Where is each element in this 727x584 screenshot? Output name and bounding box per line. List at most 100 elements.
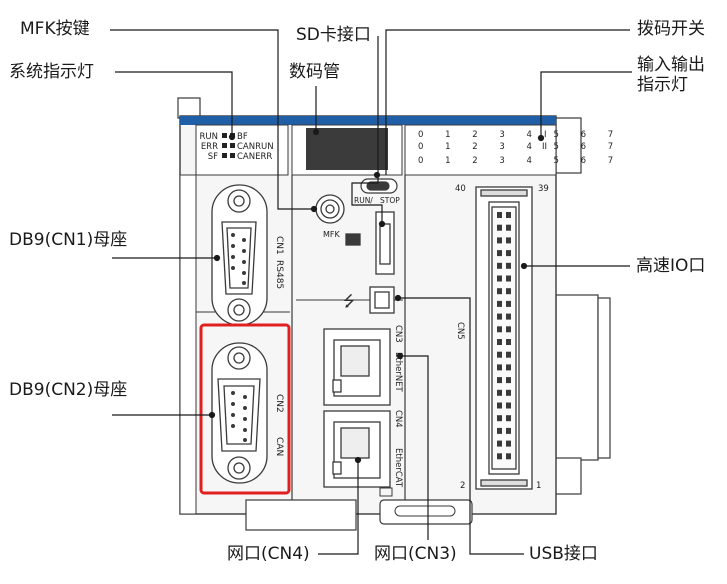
svg-text:2: 2 bbox=[460, 481, 465, 491]
io-pin bbox=[506, 364, 511, 371]
cn1-label: CN1 bbox=[274, 236, 284, 255]
svg-text:CANRUN: CANRUN bbox=[237, 142, 274, 152]
io-pin bbox=[506, 262, 511, 269]
io-pins bbox=[497, 212, 511, 460]
ethernet-cn4-port bbox=[323, 410, 391, 488]
leader-net-cn3 bbox=[400, 355, 429, 540]
io-pin bbox=[506, 440, 511, 447]
leader-mfk bbox=[110, 29, 316, 210]
io-pin bbox=[506, 427, 511, 434]
io-pin bbox=[506, 415, 511, 422]
svg-text:CANERR: CANERR bbox=[237, 152, 272, 162]
usb-icon: ⭍ bbox=[343, 292, 356, 310]
io-pin bbox=[497, 415, 502, 422]
io-pin bbox=[506, 275, 511, 282]
run-stop-switch bbox=[360, 178, 398, 194]
io-pin bbox=[506, 402, 511, 409]
io-pin bbox=[497, 326, 502, 333]
callout-io-led: 输入输出指示灯 bbox=[637, 55, 705, 95]
io-pin bbox=[506, 339, 511, 345]
io-pin bbox=[497, 300, 502, 307]
io-pin bbox=[497, 377, 502, 384]
cn2-highlight-box bbox=[199, 323, 291, 495]
callout-mfk-button: MFK按键 bbox=[20, 19, 90, 39]
cn2-label: CN2 bbox=[274, 394, 284, 413]
svg-text:1: 1 bbox=[536, 481, 541, 491]
svg-text:CN3: CN3 bbox=[393, 325, 403, 343]
io-pin bbox=[506, 237, 511, 244]
mfk-label: MFK bbox=[323, 230, 341, 239]
callout-high-speed-io: 高速IO口 bbox=[636, 256, 706, 276]
io-pin bbox=[506, 212, 511, 218]
io-pin bbox=[497, 224, 502, 231]
callout-usb: USB接口 bbox=[529, 544, 598, 564]
callout-digit-display: 数码管 bbox=[289, 62, 340, 82]
rs485-label: RS485 bbox=[274, 260, 284, 289]
io-pin bbox=[506, 250, 511, 257]
leader-io-led bbox=[540, 71, 632, 138]
io-pin bbox=[497, 237, 502, 244]
db9-cn1-connector bbox=[211, 184, 268, 326]
io-pin bbox=[497, 339, 502, 345]
ethernet-cn3-port bbox=[323, 328, 391, 406]
callout-system-led: 系统指示灯 bbox=[9, 62, 94, 82]
svg-text:0 1 2 3 4 5 6 7: 0 1 2 3 4 5 6 7 bbox=[418, 142, 623, 152]
callout-db9-cn1: DB9(CN1)母座 bbox=[9, 230, 128, 250]
svg-text:SF: SF bbox=[208, 152, 218, 162]
callout-net-cn4: 网口(CN4) bbox=[227, 544, 310, 564]
io-pin bbox=[506, 351, 511, 358]
usb-port bbox=[369, 286, 395, 314]
io-pin bbox=[497, 262, 502, 269]
system-led-labels: RUN ERR SF BF CANRUN CANERR bbox=[200, 132, 274, 162]
callout-sd-card: SD卡接口 bbox=[296, 25, 371, 45]
io-pin bbox=[497, 351, 502, 358]
io-led-rows: 0 1 2 3 4 5 6 7 0 1 2 3 4 5 6 7 0 1 2 3 … bbox=[418, 130, 623, 166]
io-pin bbox=[497, 250, 502, 257]
svg-text:STOP: STOP bbox=[380, 196, 400, 205]
io-pin bbox=[497, 313, 502, 320]
sd-card-slot bbox=[345, 211, 395, 275]
leader-sys-led bbox=[115, 71, 233, 137]
svg-text:II: II bbox=[542, 142, 547, 152]
mfk-button bbox=[315, 194, 345, 224]
io-pin bbox=[497, 275, 502, 282]
io-pin bbox=[497, 364, 502, 371]
digit-display bbox=[306, 128, 388, 170]
can-label: CAN bbox=[274, 437, 284, 456]
high-speed-io-connector bbox=[475, 186, 533, 490]
callout-dip-switch: 拨码开关 bbox=[637, 19, 705, 39]
io-pin bbox=[497, 453, 502, 460]
leader-usb bbox=[398, 297, 524, 555]
svg-text:CN4: CN4 bbox=[393, 410, 403, 428]
svg-text:40: 40 bbox=[455, 184, 466, 194]
io-pin bbox=[506, 389, 511, 396]
leader-lines bbox=[110, 29, 632, 555]
cn5-label: CN5 bbox=[455, 322, 465, 340]
svg-text:I: I bbox=[544, 130, 547, 140]
svg-text:ERR: ERR bbox=[201, 142, 218, 152]
io-pin bbox=[506, 326, 511, 333]
svg-text:0 1 2 3 4 5 6 7: 0 1 2 3 4 5 6 7 bbox=[418, 130, 623, 140]
leader-sd bbox=[351, 36, 383, 224]
svg-text:EtherNET: EtherNET bbox=[393, 352, 403, 393]
io-pin bbox=[497, 288, 502, 295]
io-pin bbox=[497, 212, 502, 218]
io-pin bbox=[497, 427, 502, 434]
io-pin bbox=[497, 402, 502, 409]
callout-net-cn3: 网口(CN3) bbox=[374, 544, 457, 564]
db9-cn2-connector bbox=[211, 342, 268, 484]
io-pin bbox=[506, 377, 511, 384]
svg-text:RUN/: RUN/ bbox=[354, 196, 373, 205]
io-pin bbox=[506, 300, 511, 307]
svg-text:BF: BF bbox=[237, 132, 248, 142]
io-pin bbox=[506, 313, 511, 320]
svg-text:39: 39 bbox=[538, 184, 549, 194]
io-pin bbox=[506, 224, 511, 231]
svg-text:0 1 2 3 4 5 6 7: 0 1 2 3 4 5 6 7 bbox=[418, 156, 623, 166]
io-pin bbox=[506, 288, 511, 295]
svg-text:RUN: RUN bbox=[200, 132, 219, 142]
leader-net-cn4 bbox=[318, 460, 359, 555]
io-pin bbox=[506, 453, 511, 460]
io-pin bbox=[497, 389, 502, 396]
